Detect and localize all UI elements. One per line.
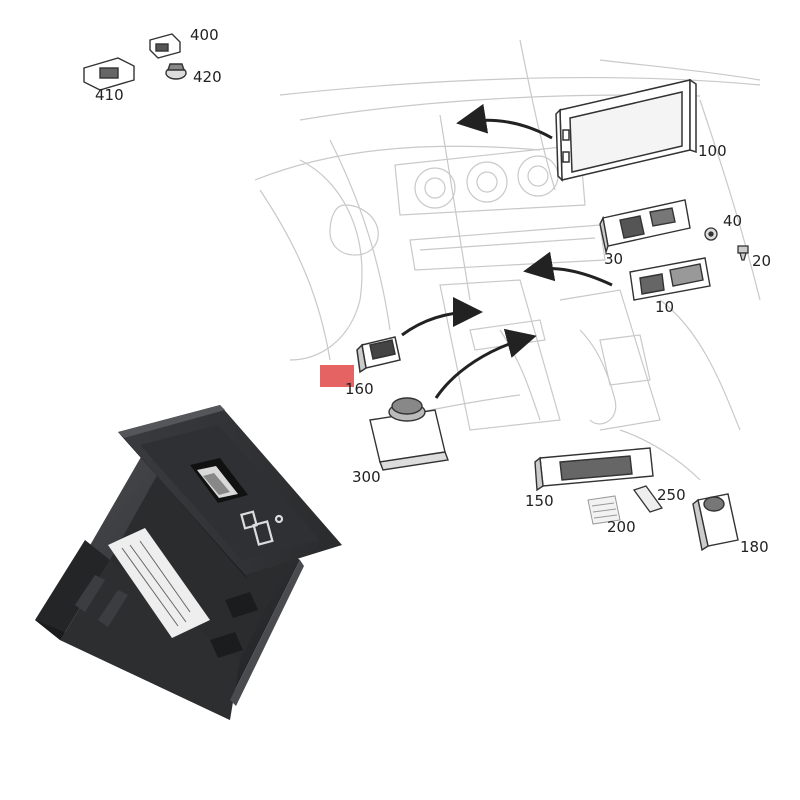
- part-10-icon: [629, 257, 711, 301]
- highlight-marker-160: [320, 365, 354, 387]
- label-180: 180: [740, 538, 769, 556]
- label-20: 20: [752, 252, 772, 270]
- label-200: 200: [607, 518, 636, 536]
- part-250-icon: [632, 485, 664, 513]
- label-400: 400: [190, 26, 219, 44]
- arrow-10: [523, 251, 613, 287]
- part-200-icon: [587, 495, 621, 525]
- label-10: 10: [655, 298, 675, 316]
- label-160: 160: [345, 380, 374, 398]
- part-300-icon: [369, 397, 449, 471]
- label-40: 40: [723, 212, 743, 230]
- part-40-icon: [704, 227, 718, 241]
- part-420-icon: [165, 63, 187, 80]
- arrow-100: [456, 103, 553, 140]
- part-20-icon: [737, 245, 749, 261]
- part-180-icon: [692, 493, 739, 552]
- arrow-160: [401, 297, 483, 337]
- label-30: 30: [604, 250, 624, 268]
- assembly-arrows: [401, 103, 613, 399]
- part-150-icon: [534, 447, 654, 492]
- part-30-icon: [599, 199, 691, 255]
- part-400-icon: [149, 33, 181, 59]
- part-100-icon: [555, 78, 697, 182]
- arrow-300: [434, 328, 537, 399]
- label-300: 300: [352, 468, 381, 486]
- label-420: 420: [193, 68, 222, 86]
- label-410: 410: [95, 86, 124, 104]
- usb-module-photo: [35, 405, 342, 720]
- part-160-icon: [356, 336, 401, 374]
- part-410-icon: [83, 57, 135, 91]
- label-250: 250: [657, 486, 686, 504]
- label-100: 100: [698, 142, 727, 160]
- label-150: 150: [525, 492, 554, 510]
